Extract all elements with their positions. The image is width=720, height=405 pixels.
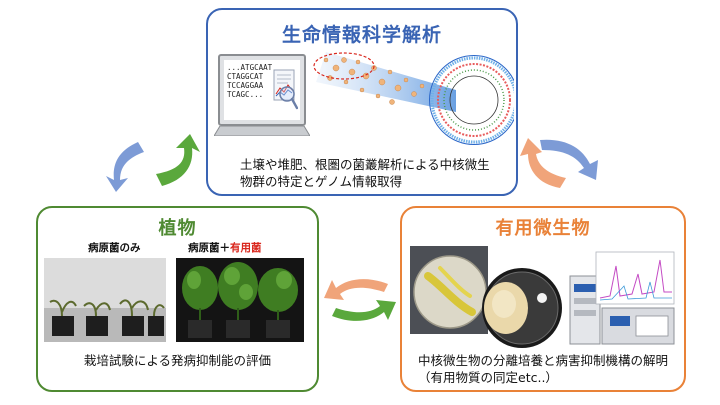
photo-label-pathogen-only: 病原菌のみ — [88, 242, 141, 254]
plant-description: 栽培試験による発病抑制能の評価 — [83, 353, 272, 368]
green-curved-arrow-bottom — [332, 300, 396, 321]
document-magnifier-icon — [273, 69, 298, 110]
orange-curved-arrow-bottom — [324, 279, 388, 300]
highlight-ellipse — [313, 52, 375, 80]
circular-genome-plot — [429, 55, 514, 145]
network-graph — [313, 52, 514, 145]
analytical-instrument — [569, 275, 675, 345]
chromatogram-plot — [595, 251, 675, 305]
bioinformatics-description: 土壌や堆肥、根圏の菌叢解析による中核微生物群の特定とゲノム情報取得 — [240, 157, 490, 189]
bioinformatics-box: 生命情報科学解析 ...ATGCAAT CTAGGCAT TCCAGGAA TC… — [206, 8, 518, 196]
label-prefix: 病原菌＋ — [188, 242, 230, 254]
computer-monitor-icon: ...ATGCAAT CTAGGCAT TCCAGGAA TCAGC... — [218, 54, 306, 126]
left-top-cycle-arrows — [106, 134, 200, 192]
plant-box: 植物 病原菌のみ 病原菌＋有用菌 栽培試 — [36, 206, 319, 392]
right-top-cycle-arrows — [520, 138, 598, 188]
bottom-cycle-arrows — [324, 279, 396, 321]
petri-dish-antagonism — [482, 268, 562, 348]
healthy-plants-photo — [176, 258, 304, 342]
wilted-plants-photo — [44, 258, 166, 342]
microbe-description: 中核微生物の分離培養と病害抑制機構の解明（有用物質の同定etc..） — [418, 353, 669, 385]
network-beam — [316, 52, 456, 112]
plant-title: 植物 — [158, 218, 197, 239]
monitor-screen: ...ATGCAAT CTAGGCAT TCCAGGAA TCAGC... — [224, 60, 300, 120]
microbe-title: 有用微生物 — [495, 218, 591, 239]
blue-curved-arrow — [106, 142, 144, 192]
orange-curved-arrow — [520, 138, 566, 188]
petri-dish-yellow-culture — [410, 246, 488, 334]
culture-and-analysis-photos — [410, 246, 675, 348]
beneficial-microbe-box: 有用微生物 中核微生物の分離培養と — [400, 206, 686, 392]
dna-sequence-text: ...ATGCAAT CTAGGCAT TCCAGGAA TCAGC... — [227, 63, 273, 99]
label-accent: 有用菌 — [230, 242, 262, 254]
keyboard-icon — [214, 126, 310, 136]
green-curved-arrow — [156, 134, 200, 186]
blue-curved-arrow-right — [540, 139, 598, 180]
bioinformatics-title: 生命情報科学解析 — [281, 24, 442, 46]
photo-label-pathogen-plus-beneficial: 病原菌＋有用菌 — [188, 240, 262, 255]
